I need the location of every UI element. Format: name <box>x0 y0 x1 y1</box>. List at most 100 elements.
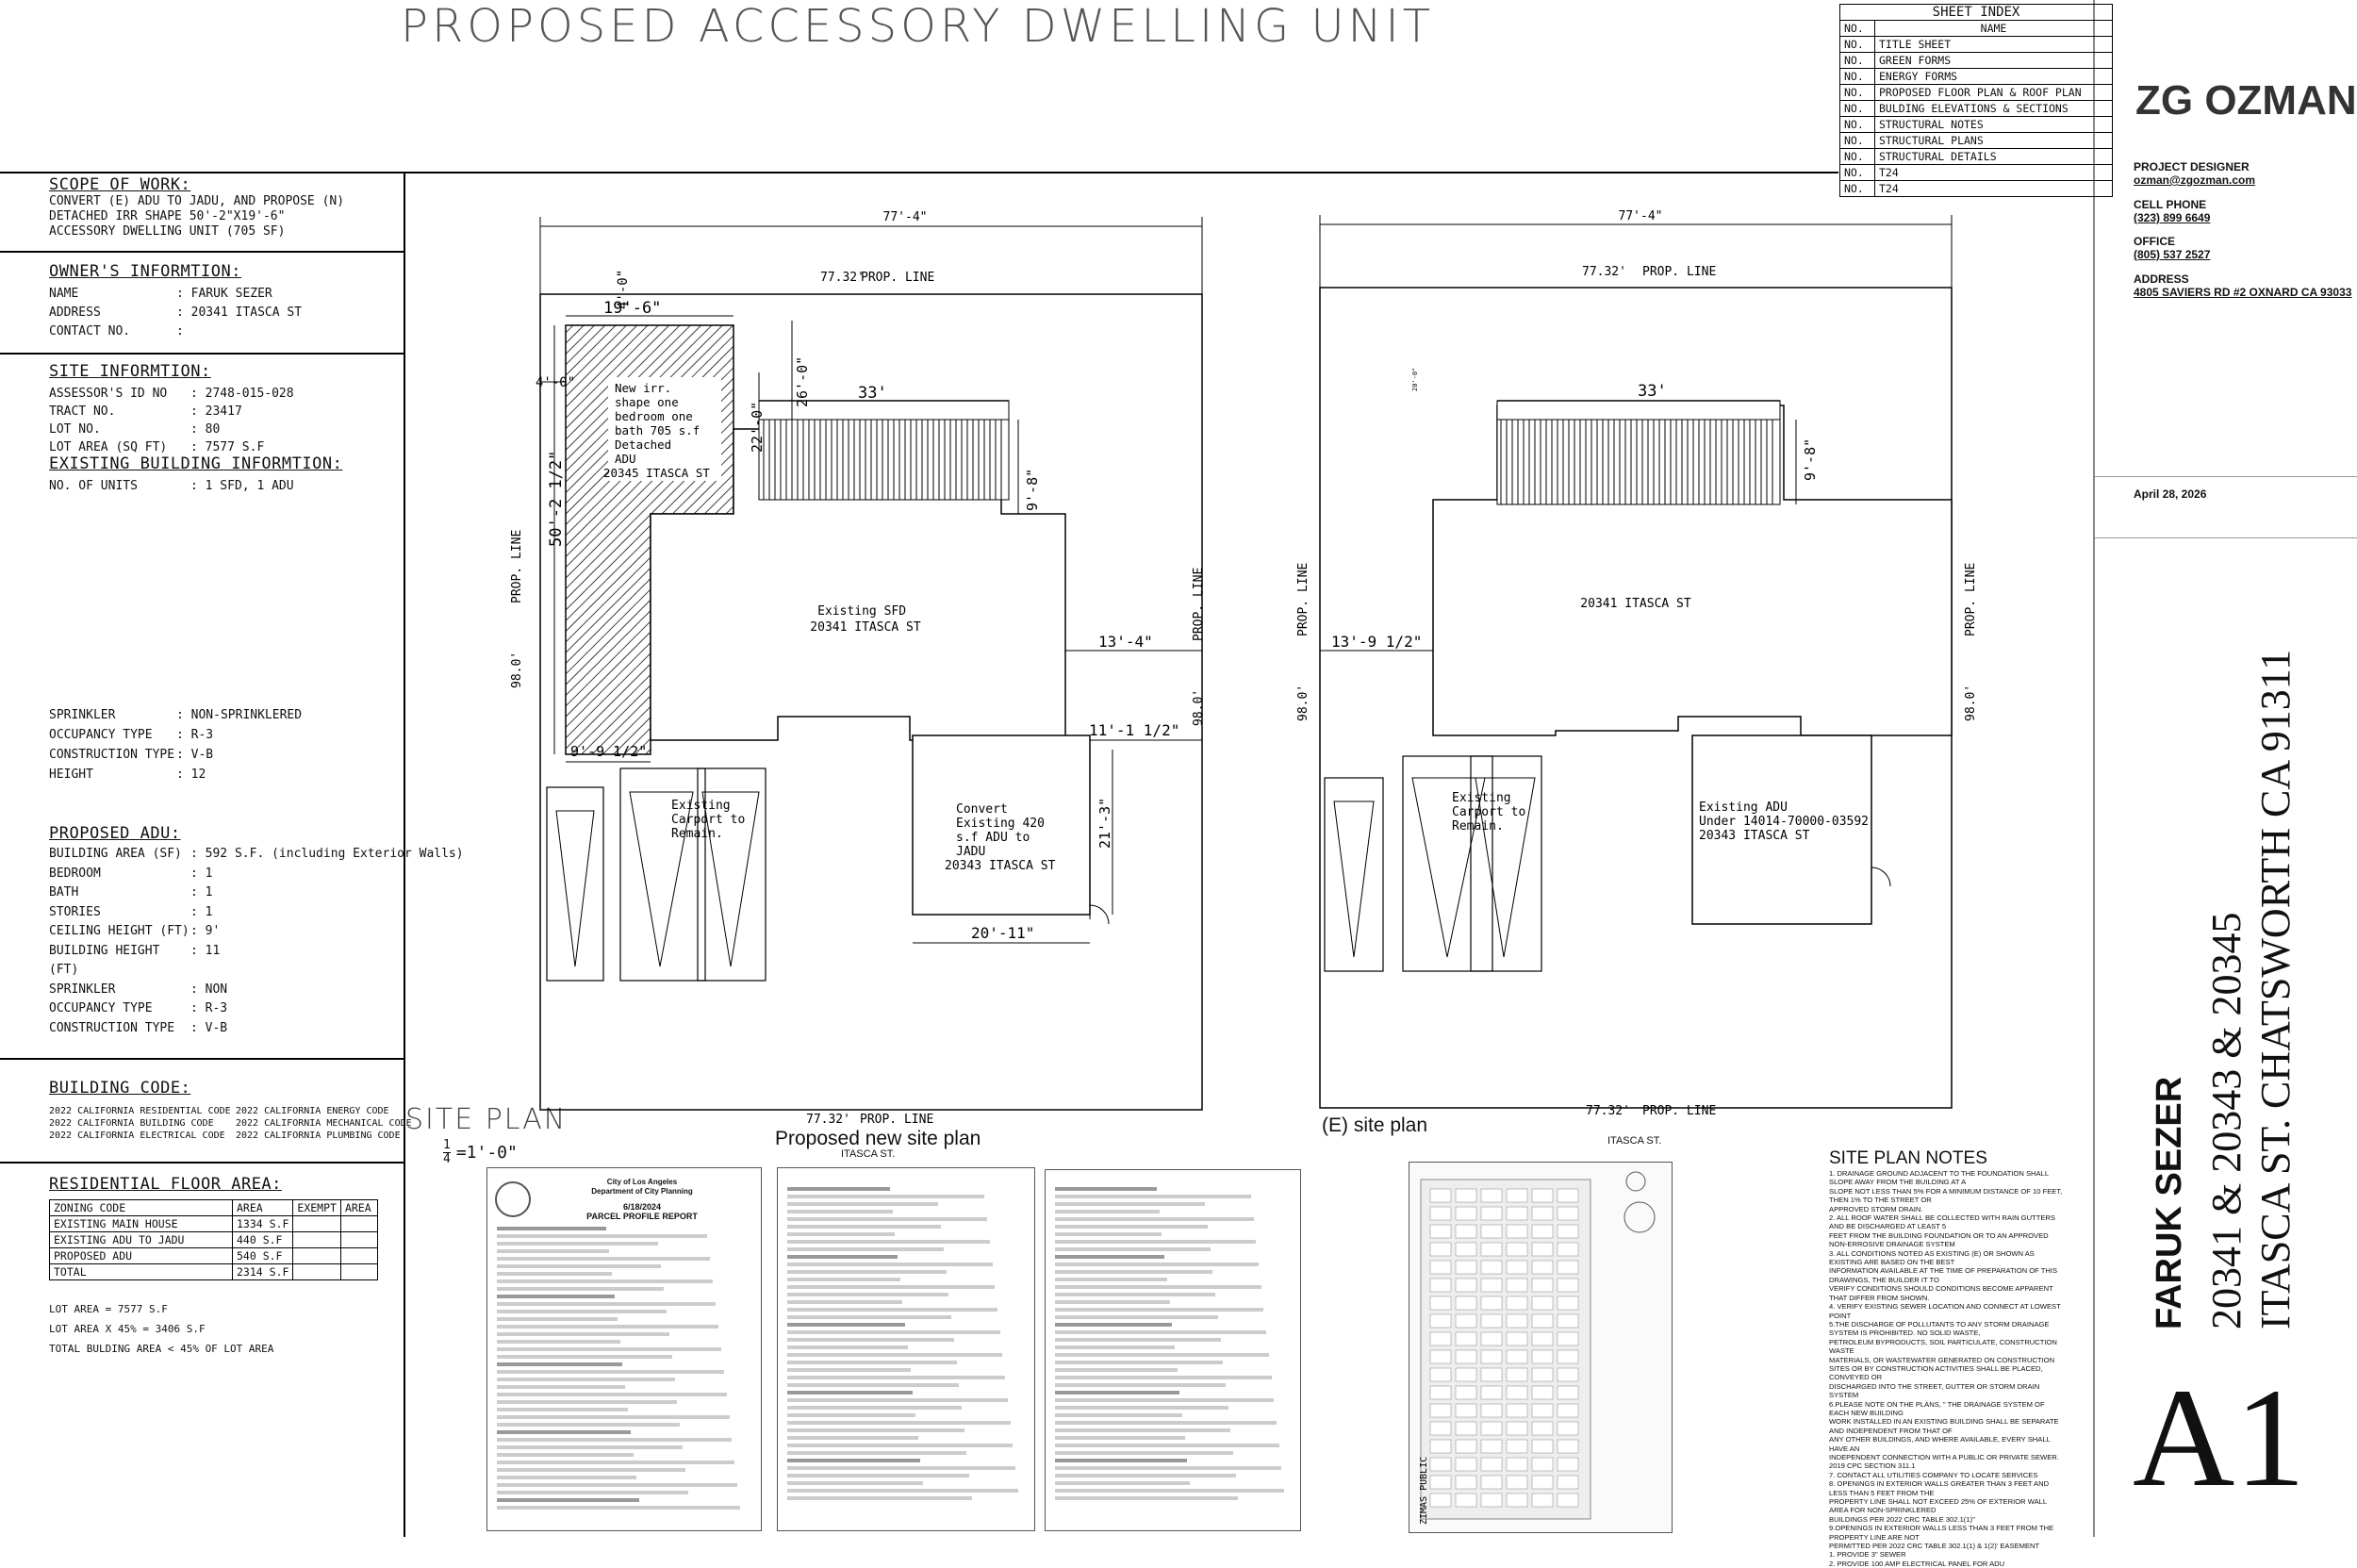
office-label: OFFICE <box>2134 235 2175 248</box>
dim-22: 22'-0" <box>749 402 766 453</box>
list-item: BATH: 1 <box>49 885 213 900</box>
e-dim-13-9: 13'-9 1/2" <box>1331 633 1422 651</box>
map-parcel <box>1429 1493 1452 1508</box>
e-prop-line-bottom: PROP. LINE <box>1642 1104 1716 1118</box>
e-dim-prop-width: 77.32' <box>1582 265 1626 279</box>
list-item: 1. PROVIDE 3" SEWER <box>1829 1550 1906 1560</box>
list-item: HEIGHT: 12 <box>49 767 206 782</box>
list-item: MATERIALS, OR WASTEWATER GENERATED ON CO… <box>1829 1355 2055 1382</box>
map-parcel <box>1429 1367 1452 1382</box>
doc-text-line <box>497 1362 623 1366</box>
doc-text-line <box>787 1421 1011 1425</box>
list-item: CEILING HEIGHT (FT): 9' <box>49 924 221 938</box>
doc-text-line <box>787 1338 954 1342</box>
map-parcel <box>1455 1242 1477 1257</box>
doc-text-line <box>497 1279 714 1283</box>
e-carport-1 <box>1324 777 1384 972</box>
dim-9-9: 9'-9 1/2" <box>570 743 647 760</box>
doc-text-line <box>787 1489 1018 1493</box>
doc-text-line <box>787 1217 988 1221</box>
map-parcel <box>1531 1278 1554 1293</box>
list-item: FEET FROM THE BUILDING FOUNDATION OR TO … <box>1829 1230 2049 1249</box>
map-parcel <box>1506 1242 1528 1257</box>
map-parcel <box>1557 1331 1579 1346</box>
list-item: BUILDINGS PER 2022 CRC TABLE 302.1(1)" <box>1829 1514 1975 1524</box>
table-row: NO.TITLE SHEET <box>1839 36 2113 53</box>
map-parcel <box>1455 1349 1477 1364</box>
map-parcel <box>1429 1331 1452 1346</box>
doc-text-line <box>787 1293 949 1296</box>
map-parcel <box>1531 1242 1554 1257</box>
map-parcel <box>1480 1278 1503 1293</box>
map-parcel <box>1480 1349 1503 1364</box>
doc-text-line <box>1055 1361 1224 1364</box>
doc-text-line <box>1055 1421 1277 1425</box>
map-parcel <box>1455 1260 1477 1275</box>
map-parcel <box>1480 1475 1503 1490</box>
cell-phone[interactable]: (323) 899 6649 <box>2134 211 2211 224</box>
doc-text-line <box>1055 1398 1275 1402</box>
map-parcel <box>1455 1206 1477 1221</box>
designer-email[interactable]: ozman@zgozman.com <box>2134 173 2256 187</box>
doc-text-line <box>497 1408 629 1411</box>
map-parcel <box>1531 1224 1554 1239</box>
existing-site-plan-caption: (E) site plan <box>1322 1114 1428 1136</box>
e-carport-2 <box>1402 755 1493 972</box>
doc-text-line <box>1055 1240 1257 1244</box>
dim-11-1: 11'-1 1/2" <box>1089 721 1179 739</box>
doc-text-line <box>1055 1217 1254 1221</box>
office-phone[interactable]: (805) 537 2527 <box>2134 248 2211 261</box>
table-row: NO.STRUCTURAL DETAILS <box>1839 148 2113 165</box>
doc-text-line <box>787 1391 914 1395</box>
doc-text-line <box>1055 1308 1264 1312</box>
map-parcel <box>1480 1206 1503 1221</box>
map-parcel <box>1455 1224 1477 1239</box>
list-item: NO. OF UNITS: 1 SFD, 1 ADU <box>49 479 294 493</box>
map-parcel <box>1429 1475 1452 1490</box>
map-parcel <box>1557 1475 1579 1490</box>
map-parcel <box>1557 1367 1579 1382</box>
doc-text-line <box>1055 1315 1218 1319</box>
list-item: NAME: FARUK SEZER <box>49 287 272 301</box>
doc-text-line <box>497 1445 684 1449</box>
doc-text-line <box>1055 1210 1160 1213</box>
dim-prop-width-bottom: 77.32' <box>806 1113 850 1127</box>
list-item: PETROLEUM BYPRODUCTS, SOIL PARTICULATE, … <box>1829 1337 2057 1356</box>
address-block: ADDRESS 4805 SAVIERS RD #2 OXNARD CA 930… <box>2134 272 2351 299</box>
frame-right-divider <box>2093 0 2095 1537</box>
list-item: INFORMATION AVAILABLE AT THE TIME OF PRE… <box>1829 1266 2058 1284</box>
doc-text-line <box>1055 1187 1157 1191</box>
e-adu-footprint <box>1691 734 1872 925</box>
scope-text: CONVERT (E) ADU TO JADU, AND PROPOSE (N)… <box>49 194 345 239</box>
doc-text-line <box>497 1378 675 1381</box>
list-item: LOT AREA (SQ FT): 7577 S.F <box>49 440 265 454</box>
doc-text-line <box>497 1453 634 1457</box>
map-parcel <box>1506 1206 1528 1221</box>
doc-text-line <box>1055 1323 1173 1327</box>
adu-label-bg <box>608 377 721 481</box>
list-item: PERMITTED PER 2022 CRC TABLE 302.1(1) & … <box>1829 1542 2040 1551</box>
sheet-index-col-name: NAME <box>1874 20 2113 37</box>
list-item: INDEPENDENT CONNECTION WITH A PUBLIC OR … <box>1829 1453 2059 1471</box>
list-item: CONSTRUCTION TYPE: V-B <box>49 1020 228 1035</box>
map-parcel <box>1455 1188 1477 1203</box>
map-parcel <box>1506 1278 1528 1293</box>
table-row: NO.GREEN FORMS <box>1839 52 2113 69</box>
e-dim-overall: 77'-4" <box>1619 209 1663 223</box>
doc-text-line <box>497 1415 730 1419</box>
list-item: SLOPE NOT LESS THAN 5% FOR A MINIMUM DIS… <box>1829 1186 2063 1205</box>
owner-panel: OWNER'S INFORMTION: NAME: FARUK SEZER AD… <box>49 262 302 341</box>
owner-name-vertical: FARUK SEZER <box>2150 1076 2189 1329</box>
map-parcel <box>1531 1331 1554 1346</box>
doc-text-line <box>497 1483 738 1487</box>
e-carport-label: Existing Carport to Remain. <box>1452 791 1533 834</box>
doc-text-line <box>787 1308 998 1312</box>
doc-text-line <box>497 1430 632 1434</box>
proposed-adu-heading: PROPOSED ADU: <box>49 824 181 843</box>
table-row: NO.PROPOSED FLOOR PLAN & ROOF PLAN <box>1839 84 2113 101</box>
map-parcel <box>1480 1385 1503 1400</box>
map-parcel <box>1480 1296 1503 1311</box>
sheet-index-col-no: NO. <box>1839 20 1875 37</box>
map-parcel <box>1480 1331 1503 1346</box>
